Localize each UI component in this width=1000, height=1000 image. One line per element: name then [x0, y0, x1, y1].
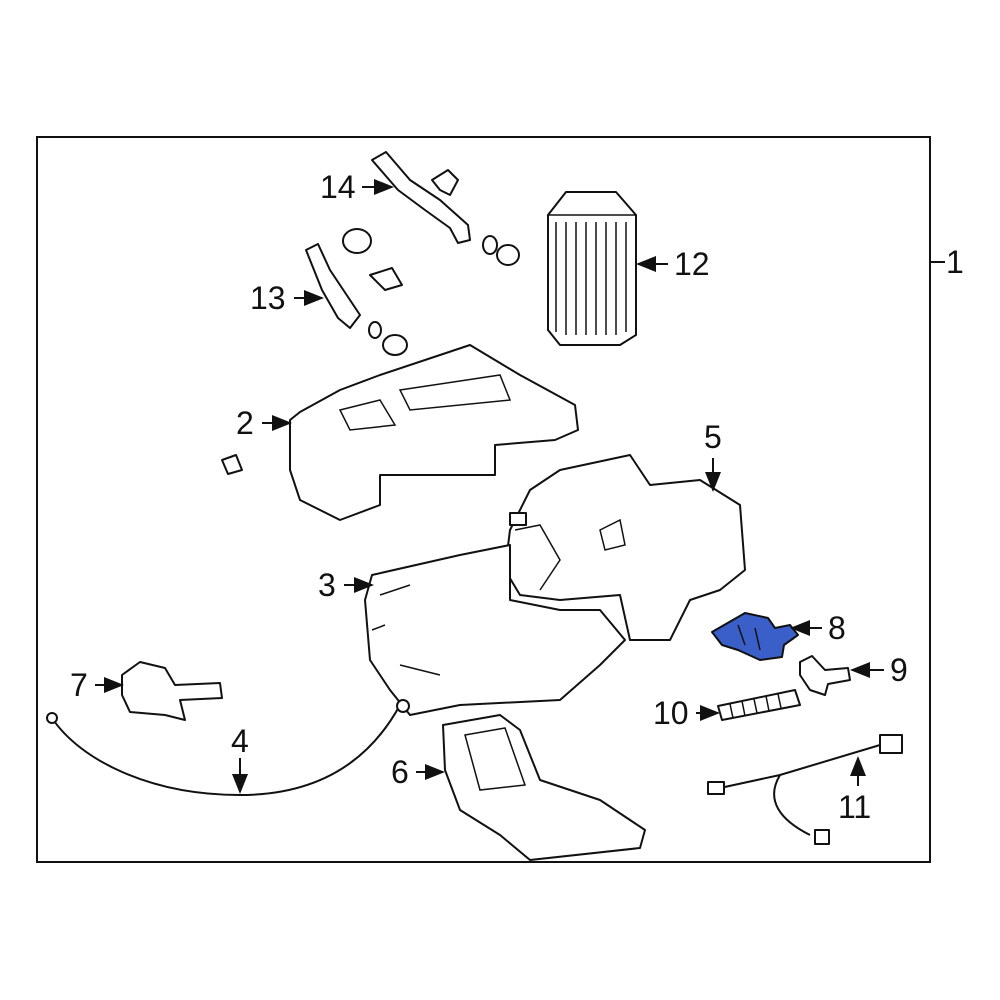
part-12-heater-core[interactable] — [547, 191, 637, 346]
leader-lines — [95, 179, 945, 794]
part-13-heater-hose[interactable] — [305, 228, 408, 356]
callout-1[interactable]: 1 — [946, 244, 964, 280]
callout-12[interactable]: 12 — [674, 246, 710, 282]
part-3-case-lower[interactable] — [364, 544, 626, 716]
callout-6[interactable]: 6 — [391, 754, 409, 790]
callout-4[interactable]: 4 — [231, 723, 249, 759]
part-14-heater-pipe[interactable] — [371, 151, 520, 266]
callout-2[interactable]: 2 — [236, 405, 254, 441]
part-7-actuator[interactable] — [121, 661, 223, 721]
callout-14[interactable]: 14 — [320, 169, 356, 205]
part-8-servo-motor-highlighted[interactable] — [711, 612, 799, 661]
callout-9[interactable]: 9 — [890, 652, 908, 688]
callout-7[interactable]: 7 — [70, 667, 88, 703]
part-5-blower-case[interactable] — [504, 454, 746, 641]
callout-13[interactable]: 13 — [250, 280, 286, 316]
callout-10[interactable]: 10 — [653, 695, 689, 731]
part-2-case-upper[interactable] — [221, 344, 579, 521]
part-11-wire-harness[interactable] — [707, 734, 903, 845]
callout-3[interactable]: 3 — [318, 567, 336, 603]
callout-8[interactable]: 8 — [828, 610, 846, 646]
callout-5[interactable]: 5 — [704, 419, 722, 455]
part-9-valve[interactable] — [799, 655, 851, 696]
assembly-frame — [36, 136, 931, 863]
callout-11[interactable]: 11 — [838, 789, 871, 825]
part-4-control-cable[interactable] — [46, 699, 410, 797]
part-10-aspirator-hose[interactable] — [717, 689, 801, 721]
part-6-duct[interactable] — [442, 714, 646, 861]
